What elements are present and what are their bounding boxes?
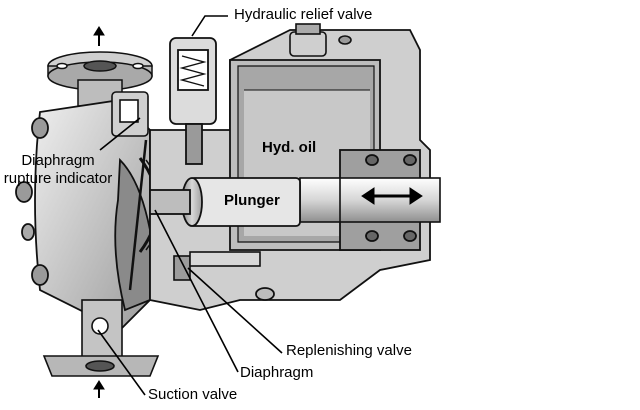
label-diaphragm: Diaphragm	[240, 364, 314, 381]
suction-valve	[42, 299, 160, 377]
double-arrow-icon	[361, 187, 423, 205]
leader-lines	[97, 15, 283, 396]
label-replenishing-valve: Replenishing valve	[286, 342, 412, 359]
label-suction-valve: Suction valve	[148, 386, 238, 403]
discharge-flange	[47, 51, 153, 107]
replenishing-valve	[173, 251, 261, 281]
plunger	[149, 177, 301, 227]
pump-head	[15, 99, 151, 332]
relief-cap	[289, 23, 352, 57]
label-hydraulic-relief-valve: Hydraulic relief valve	[234, 6, 373, 23]
label-hyd-oil: Hyd. oil	[262, 139, 317, 156]
label-plunger: Plunger	[224, 192, 280, 209]
label-diaphragm-rupture-indicator: Diaphragm rupture indicator	[3, 152, 113, 187]
rupture-indicator	[111, 91, 149, 291]
up-arrow-icon	[93, 26, 105, 398]
hydraulic-relief-valve	[169, 37, 217, 165]
